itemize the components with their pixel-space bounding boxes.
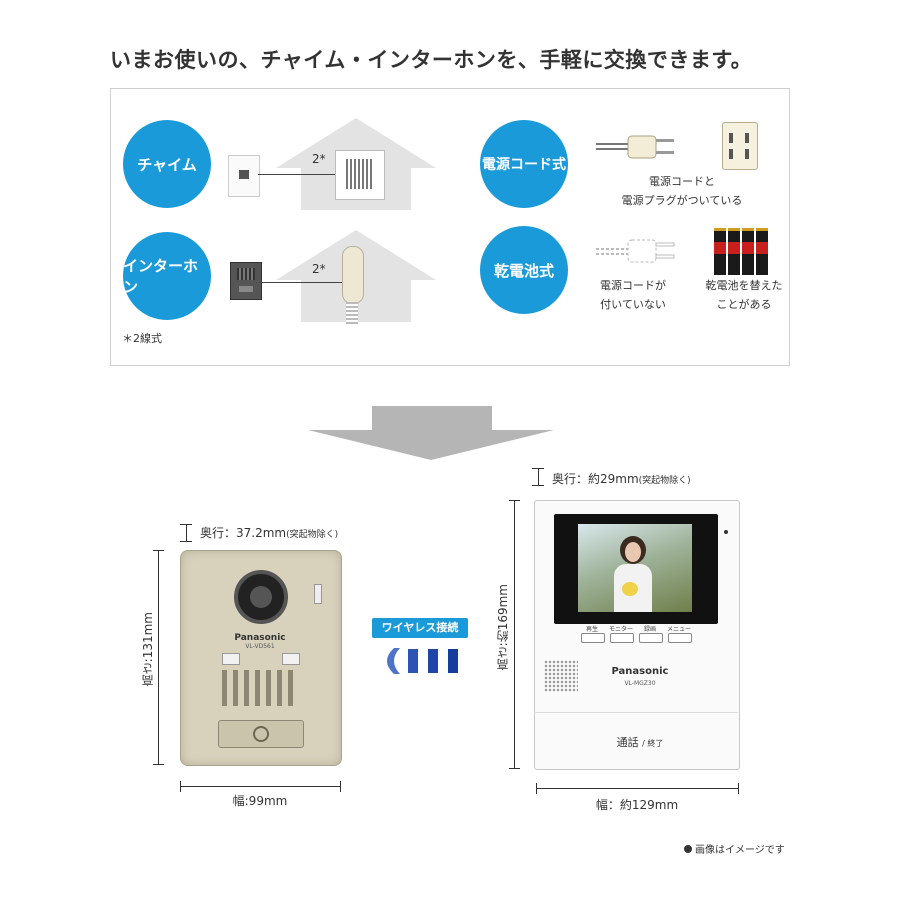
wireless-badge: ワイヤレス接続 — [372, 618, 468, 638]
monitor-height-tick-top — [509, 500, 520, 501]
chime-wire-count: 2* — [312, 152, 326, 166]
intercom-wire — [260, 282, 342, 283]
cord-type-label: 電源コード式 — [482, 157, 566, 173]
monitor-width-line — [536, 788, 738, 789]
intercom-handset-icon — [342, 246, 364, 304]
door-width-tick-left — [180, 781, 181, 792]
monitor-model: VL-MGZ30 — [624, 680, 656, 687]
nocord-caption: 電源コードが 付いていない — [588, 276, 678, 314]
chime-wire — [258, 174, 336, 175]
monitor-height-tick-bottom — [509, 768, 520, 769]
wire-footnote: ＊2線式 — [122, 332, 162, 345]
talk-label: 通話 — [616, 736, 639, 749]
image-note: 画像はイメージです — [684, 841, 785, 856]
monitor-depth-note: (突起物除く) — [638, 476, 691, 486]
monitor-height-line — [514, 500, 515, 768]
wireless-signal-icon — [387, 648, 458, 674]
intercom-door-unit-icon — [230, 262, 262, 300]
talk-button-divider — [534, 712, 738, 713]
batteries-icon — [714, 228, 768, 275]
image-note-text: 画像はイメージです — [695, 845, 785, 856]
bullet-icon — [684, 845, 692, 853]
down-arrow-icon — [308, 406, 554, 460]
chime-badge: チャイム — [123, 120, 211, 208]
nocord-caption-line2: 付いていない — [600, 298, 666, 311]
door-height: 高さ:131mm — [141, 612, 155, 687]
chime-button-icon — [228, 155, 260, 197]
monitor-width: 幅：約129mm — [595, 798, 679, 812]
speaker-grille — [222, 670, 298, 706]
cord-caption: 電源コードと 電源プラグがついている — [602, 172, 762, 210]
handset-cord-icon — [346, 302, 358, 326]
door-width-tick-right — [340, 781, 341, 792]
talk-button[interactable]: 通話 / 終了 — [590, 734, 690, 750]
cord-caption-line2: 電源プラグがついている — [621, 194, 743, 207]
chime-speaker-icon — [335, 150, 385, 200]
monitor-depth-value: 奥行：約29mm — [552, 472, 639, 486]
button-label-record: 録画 — [643, 626, 656, 633]
depth-marker — [180, 524, 192, 542]
monitor-depth-marker — [532, 468, 544, 486]
monitor-depth: 奥行：約29mm(突起物除く) — [552, 470, 691, 487]
end-label: / 終了 — [642, 739, 664, 748]
door-width-line — [180, 786, 340, 787]
door-depth: 奥行：37.2mm(突起物除く) — [200, 524, 338, 541]
no-cord-icon — [596, 239, 675, 263]
menu-button[interactable] — [668, 633, 692, 643]
monitor-width-tick-right — [738, 783, 739, 794]
monitor-speaker-grille — [544, 660, 578, 692]
monitor-brand: Panasonic — [611, 666, 669, 677]
record-button[interactable] — [639, 633, 663, 643]
sensor-window — [314, 584, 322, 604]
power-plug-icon — [596, 135, 674, 159]
battery-caption-line2: ことがある — [716, 298, 772, 311]
door-depth-note: (突起物除く) — [286, 530, 339, 540]
cord-caption-line1: 電源コードと — [649, 175, 715, 188]
button-label-menu: メニュー — [666, 626, 691, 633]
battery-caption-line1: 乾電池を替えた — [705, 279, 783, 292]
headline: いまお使いの、チャイム・インターホンを、手軽に交換できます。 — [110, 48, 753, 72]
chime-label: チャイム — [137, 155, 197, 174]
door-height-tick-bottom — [153, 764, 164, 765]
door-model: VL-VD561 — [245, 643, 275, 650]
cord-type-badge: 電源コード式 — [480, 120, 568, 208]
button-label-monitor: モニター — [608, 626, 633, 633]
door-brand: Panasonic — [234, 633, 286, 643]
comparison-panel — [110, 88, 790, 366]
camera-lens-icon — [234, 570, 288, 624]
intercom-badge: インターホン — [123, 232, 211, 320]
door-height-tick-top — [153, 550, 164, 551]
indicator-light — [724, 530, 728, 534]
battery-caption: 乾電池を替えた ことがある — [696, 276, 792, 314]
battery-type-label: 乾電池式 — [493, 261, 554, 280]
door-width: 幅:99mm — [232, 794, 288, 808]
light-window-right — [282, 653, 300, 665]
monitor-height: 高さ:約169mm — [496, 584, 510, 671]
wall-outlet-icon — [722, 122, 758, 170]
monitor-width-tick-left — [536, 783, 537, 794]
playback-button[interactable] — [581, 633, 605, 643]
intercom-wire-count: 2* — [312, 262, 326, 276]
light-window-left — [222, 653, 240, 665]
monitor-button[interactable] — [610, 633, 634, 643]
button-label-playback: 再生 — [585, 626, 598, 633]
door-height-line — [158, 550, 159, 764]
battery-type-badge: 乾電池式 — [480, 226, 568, 314]
call-button[interactable] — [218, 720, 304, 748]
nocord-caption-line1: 電源コードが — [600, 279, 666, 292]
intercom-label: インターホン — [123, 257, 199, 296]
screen-image — [578, 524, 692, 612]
door-depth-value: 奥行：37.2mm — [200, 526, 287, 540]
